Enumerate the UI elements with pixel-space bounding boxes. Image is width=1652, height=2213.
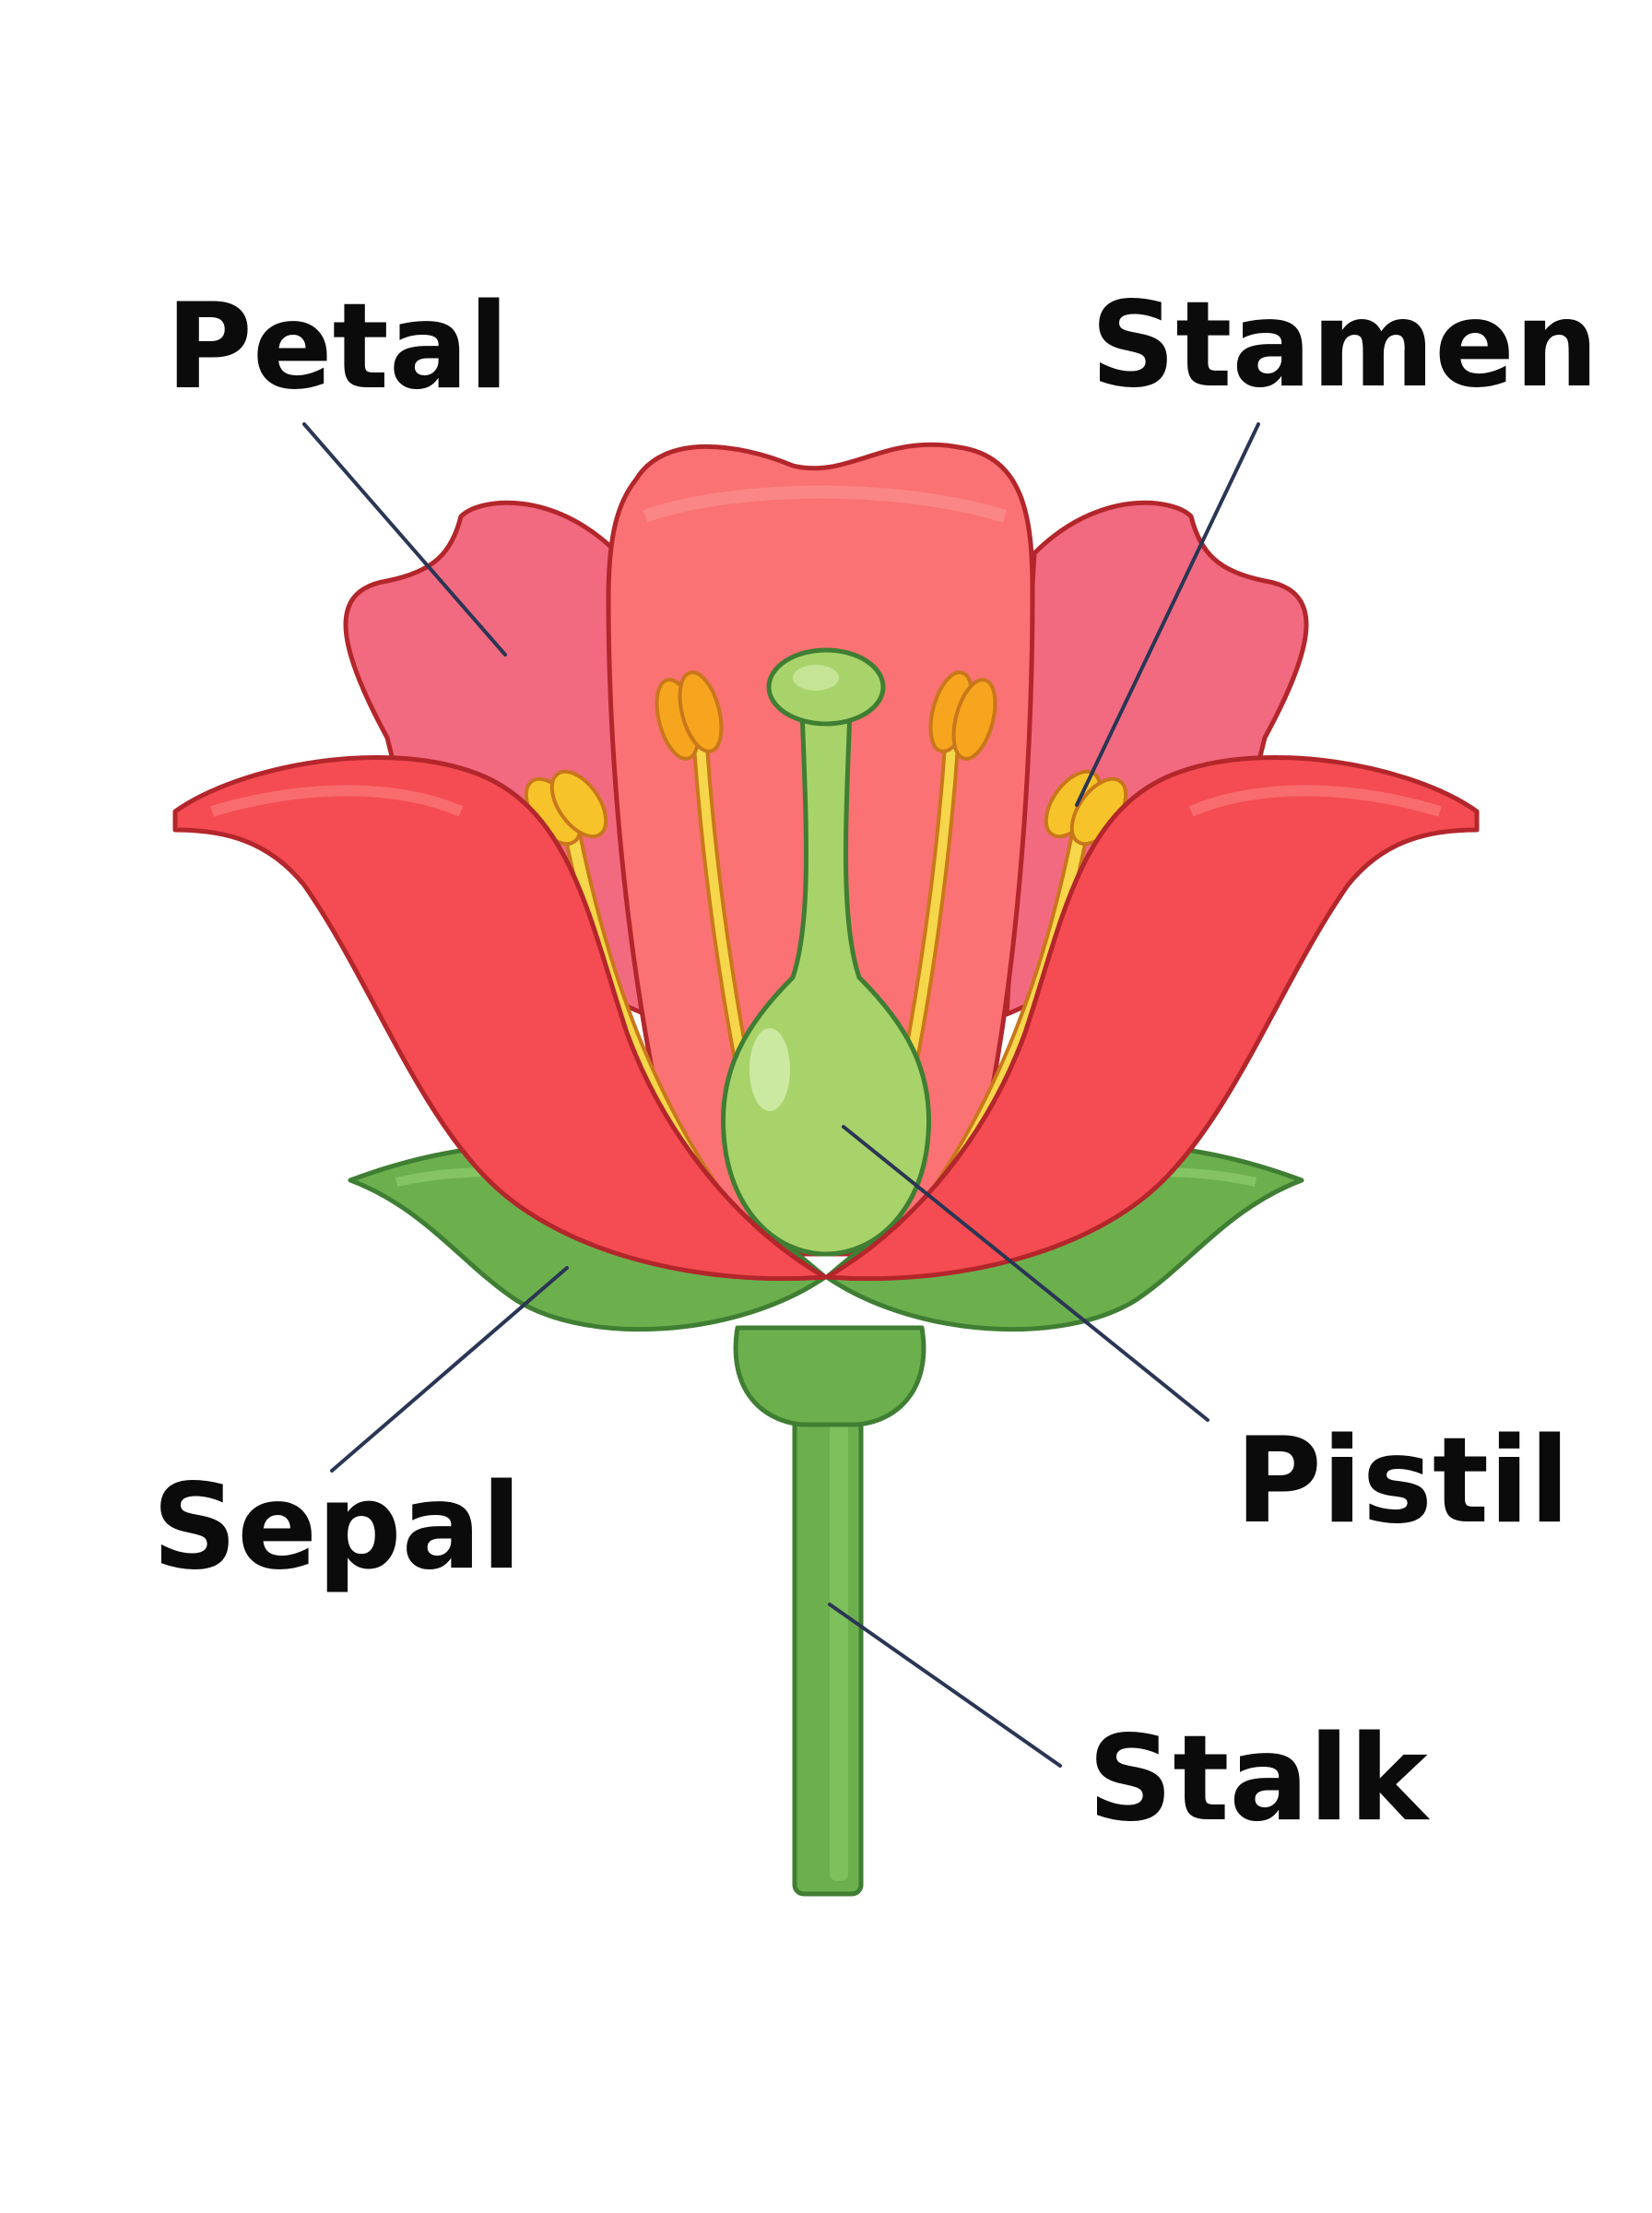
stalk-leader-line (828, 1603, 1062, 1768)
pistil-leader-line (842, 1125, 1210, 1422)
stalk-label: Stalk (1088, 1710, 1431, 1848)
pistil (720, 647, 932, 1257)
stamen-label: Stamen (1091, 277, 1599, 414)
anther (928, 670, 997, 761)
stalk (733, 1325, 926, 1897)
anther (655, 670, 724, 761)
petal-label: Petal (166, 278, 509, 416)
stamen-leader-line (1075, 422, 1260, 807)
pistil-label: Pistil (1235, 1413, 1570, 1550)
petal-leader-line (302, 422, 507, 657)
sepal-leader-line (330, 1266, 569, 1473)
sepal-label: Sepal (152, 1459, 522, 1596)
front-petals (172, 754, 1480, 1282)
anther (524, 769, 608, 846)
